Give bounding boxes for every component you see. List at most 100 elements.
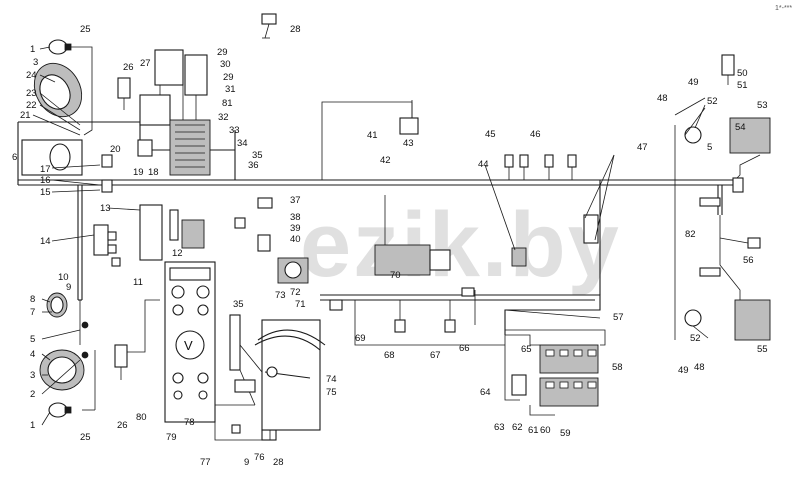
callout-number: 49: [678, 365, 689, 376]
callout-number: 3: [33, 57, 38, 68]
callout-number: 17: [40, 164, 51, 175]
side-light-1-top: [48, 39, 68, 55]
callout-number: 77: [200, 457, 211, 468]
engine-components: [277, 100, 475, 333]
callout-number: 60: [540, 425, 551, 436]
callout-number: 22: [26, 100, 37, 111]
callout-number: 59: [560, 428, 571, 439]
callout-number: 30: [220, 59, 231, 70]
callout-number: 78: [184, 417, 195, 428]
callout-number: 65: [521, 344, 532, 355]
speedometer-gauge: [175, 330, 205, 360]
left-relays: [93, 77, 163, 380]
callout-number: 43: [403, 138, 414, 149]
callout-number: 40: [290, 234, 301, 245]
callout-number: 44: [478, 159, 489, 170]
callout-number: 27: [140, 58, 151, 69]
callout-number: 26: [123, 62, 134, 73]
callout-number: 1: [30, 44, 35, 55]
callout-number: 9: [244, 457, 249, 468]
callout-number: 74: [326, 374, 337, 385]
callout-number: 79: [166, 432, 177, 443]
callout-number: 12: [172, 248, 183, 259]
callout-number: 39: [290, 223, 301, 234]
callout-number: 50: [737, 68, 748, 79]
callout-number: 81: [222, 98, 233, 109]
callout-number: 76: [254, 452, 265, 463]
callout-number: 69: [355, 333, 366, 344]
callout-number: 57: [613, 312, 624, 323]
callout-number: 67: [430, 350, 441, 361]
callout-number: 33: [229, 125, 240, 136]
callout-number: 25: [80, 24, 91, 35]
callout-number: 32: [218, 112, 229, 123]
fuse-blocks-bottom-right: [504, 329, 606, 416]
callout-number: 29: [217, 47, 228, 58]
callout-number: 70: [390, 270, 401, 281]
callout-number: 5: [707, 142, 712, 153]
callout-number: 2: [30, 389, 35, 400]
callout-number: 9: [66, 282, 71, 293]
callout-number: 75: [326, 387, 337, 398]
tail-light-53: [729, 117, 771, 154]
callout-number: 64: [480, 387, 491, 398]
callout-number: 68: [384, 350, 395, 361]
callout-number: 55: [757, 344, 768, 355]
callout-number: 37: [290, 195, 301, 206]
callout-number: 28: [290, 24, 301, 35]
callout-number: 52: [707, 96, 718, 107]
callout-number: 38: [290, 212, 301, 223]
callout-number: 21: [20, 110, 31, 121]
front-left-lights: [21, 39, 89, 418]
callout-number: 48: [694, 362, 705, 373]
callout-number: 35: [252, 150, 263, 161]
steering-column: [239, 319, 326, 431]
callout-number: 19: [133, 167, 144, 178]
callout-number: 72: [290, 287, 301, 298]
callout-number: 6: [12, 152, 17, 163]
callout-number: 52: [690, 333, 701, 344]
callout-number: 34: [237, 138, 248, 149]
switch-62: [511, 374, 527, 396]
instrument-panel: V: [164, 197, 277, 441]
rotating-beacon-50: [721, 54, 735, 76]
corner-mark: 1*-***: [775, 5, 792, 12]
callout-number: 4: [30, 349, 35, 360]
callout-number: 42: [380, 155, 391, 166]
svg-text:V: V: [184, 338, 193, 353]
rear-lights: [504, 54, 771, 341]
callout-number: 71: [295, 299, 306, 310]
fuse-block-top: [139, 13, 277, 176]
callout-labels: 1 1 2 3 3 4 5 5 6 7 8 9 9 10 11 12 13 14…: [12, 24, 768, 468]
callout-number: 54: [735, 122, 746, 133]
callout-number: 51: [737, 80, 748, 91]
callout-number: 82: [685, 229, 696, 240]
callout-number: 3: [30, 370, 35, 381]
callout-number: 13: [100, 203, 111, 214]
callout-number: 66: [459, 343, 470, 354]
callout-number: 20: [110, 144, 121, 155]
leader-lines: [32, 46, 709, 426]
callout-number: 28: [273, 457, 284, 468]
callout-number: 49: [688, 77, 699, 88]
callout-number: 1: [30, 420, 35, 431]
tail-light-55: [734, 299, 771, 341]
callout-number: 16: [40, 175, 51, 186]
callout-number: 73: [275, 290, 286, 301]
callout-number: 18: [148, 167, 159, 178]
relay-26-top: [117, 77, 131, 99]
callout-number: 36: [248, 160, 259, 171]
callout-number: 53: [757, 100, 768, 111]
callout-number: 10: [58, 272, 69, 283]
watermark-text: ezik.by: [300, 194, 621, 296]
callout-number: 63: [494, 422, 505, 433]
callout-number: 61: [528, 425, 539, 436]
horn-28-top: [261, 13, 277, 25]
callout-number: 25: [80, 432, 91, 443]
callout-number: 31: [225, 84, 236, 95]
callout-number: 5: [30, 334, 35, 345]
starter-42: [374, 244, 431, 276]
callout-number: 47: [637, 142, 648, 153]
callout-number: 48: [657, 93, 668, 104]
